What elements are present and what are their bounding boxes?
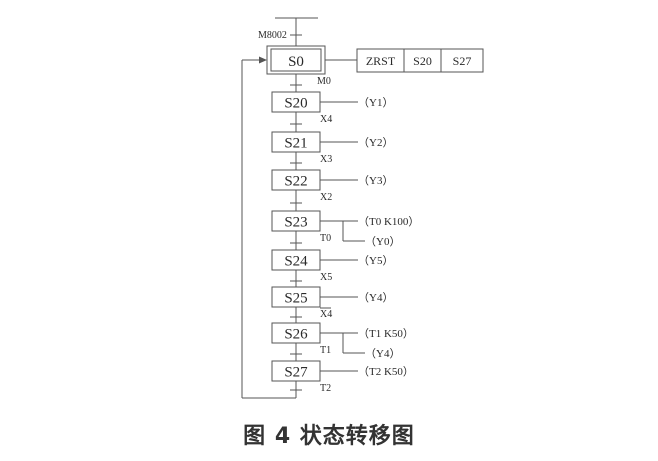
- loop-arrow-head: [259, 56, 267, 64]
- instruction-start: S20: [413, 54, 432, 68]
- action-s25-1: （Y4）: [358, 291, 393, 304]
- transition-label-s20: M0: [317, 76, 331, 87]
- transition-label-s24: T0: [320, 233, 331, 244]
- action-s23-1: （T0 K100）: [358, 215, 419, 228]
- transition-label-s22: X3: [320, 154, 332, 165]
- step-label-s27: S27: [284, 365, 308, 381]
- action-s23-2: （Y0）: [365, 235, 400, 248]
- step-label-s22: S22: [284, 174, 307, 190]
- step-label-s26: S26: [284, 327, 308, 343]
- step-label-s24: S24: [284, 254, 308, 270]
- instruction-table: [356, 48, 484, 73]
- transition-label-final: T2: [320, 383, 331, 394]
- action-s26-2: （Y4）: [365, 347, 400, 360]
- action-s22-1: （Y3）: [358, 174, 393, 187]
- instruction-zrst: ZRST: [366, 54, 396, 68]
- action-s21-1: （Y2）: [358, 136, 393, 149]
- step-label-s21: S21: [284, 136, 307, 152]
- action-s24-1: （Y5）: [358, 254, 393, 267]
- action-s27-1: （T2 K50）: [358, 365, 414, 378]
- transition-label-s27: T1: [320, 345, 331, 356]
- step-label-s25: S25: [284, 291, 307, 307]
- action-s20-1: （Y1）: [358, 96, 393, 109]
- action-s26-1: （T1 K50）: [358, 327, 414, 340]
- step-label-s20: S20: [284, 96, 307, 112]
- transition-label-s23: X2: [320, 192, 332, 203]
- initial-step-inner-box: [270, 48, 322, 72]
- transition-label-s21: X4: [320, 114, 332, 125]
- instruction-end: S27: [453, 54, 472, 68]
- initial-step-label: S0: [288, 54, 304, 70]
- initial-condition-label: M8002: [258, 30, 287, 41]
- transition-label-s25: X5: [320, 272, 332, 283]
- figure-caption: 图 4 状态转移图: [243, 424, 415, 449]
- step-label-s23: S23: [284, 215, 307, 231]
- transition-label-s26: X4: [320, 309, 332, 320]
